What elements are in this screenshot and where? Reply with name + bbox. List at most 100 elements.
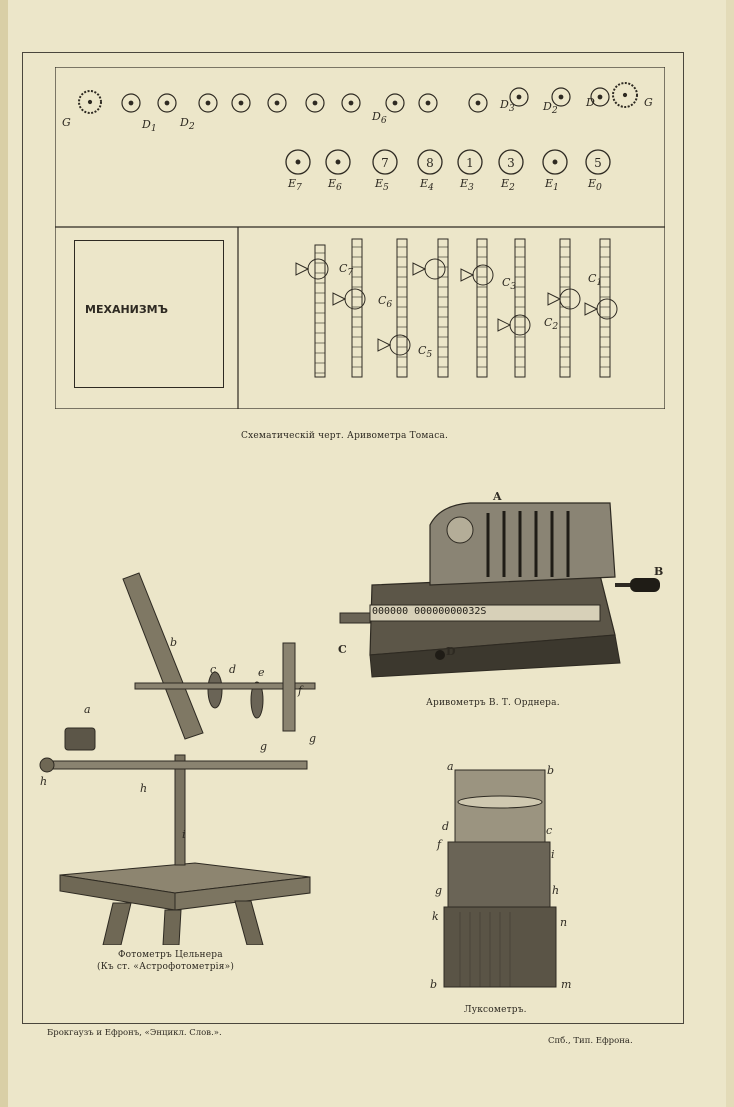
e-disc: 5 bbox=[585, 149, 611, 175]
disc bbox=[590, 87, 610, 107]
disc bbox=[121, 93, 141, 113]
photometer-caption-line1: Фотометръ Цельнера bbox=[118, 950, 223, 960]
e-disc-digit: 5 bbox=[594, 156, 602, 170]
photometer-label-e: e bbox=[258, 666, 265, 679]
luxometer-label-n: n bbox=[560, 916, 568, 929]
photometer-caption-line2: (Къ ст. «Астрофотометрія») bbox=[97, 962, 235, 972]
luxometer-label-b: b bbox=[547, 764, 555, 777]
label-c5: C5 bbox=[418, 344, 433, 361]
indicator-pointer bbox=[547, 292, 562, 306]
e-disc-digit: 8 bbox=[426, 156, 434, 170]
photometer-label-g: g bbox=[309, 732, 317, 745]
scale-bar bbox=[314, 244, 326, 378]
disc bbox=[468, 93, 488, 113]
mechanism-box: МЕХАНИЗМЪ bbox=[74, 240, 224, 388]
indicator-pointer bbox=[295, 262, 310, 276]
indicator-ring bbox=[424, 258, 446, 280]
indicator-pointer bbox=[460, 268, 475, 282]
e-disc: 8 bbox=[417, 149, 443, 175]
disc bbox=[509, 87, 529, 107]
luxometer-label-h: h bbox=[552, 884, 560, 897]
disc bbox=[157, 93, 177, 113]
luxometer-label-d: d bbox=[442, 820, 450, 833]
disc bbox=[341, 93, 361, 113]
scale-bar bbox=[559, 238, 571, 378]
indicator-pointer bbox=[584, 302, 599, 316]
indicator-ring bbox=[472, 264, 494, 286]
indicator-pointer bbox=[412, 262, 427, 276]
luxometer-caption: Луксометръ. bbox=[464, 1005, 527, 1015]
luxometer-illustration bbox=[443, 769, 557, 988]
luxometer-label-k: k bbox=[432, 910, 439, 923]
indicator-pointer bbox=[332, 292, 347, 306]
scale-bar bbox=[599, 238, 611, 378]
ordner-display: 000000 00000000032S bbox=[372, 606, 487, 617]
luxometer-label-f: f bbox=[437, 838, 442, 851]
indicator-ring bbox=[509, 314, 531, 336]
label-e3: E3 bbox=[460, 177, 474, 194]
footer-publisher: Брокгаузъ и Ефронъ, «Энцикл. Слов.». bbox=[47, 1028, 222, 1038]
zollner-photometer-illustration bbox=[39, 572, 316, 945]
disc bbox=[305, 93, 325, 113]
label-d2: D2 bbox=[180, 116, 195, 133]
photometer-label-g: g bbox=[260, 740, 268, 753]
e-disc-digit: 1 bbox=[466, 156, 474, 170]
scale-bar bbox=[514, 238, 526, 378]
ordner-label-d: D bbox=[446, 645, 456, 658]
label-g-right: G bbox=[644, 96, 653, 109]
e-disc: 7 bbox=[372, 149, 398, 175]
photometer-label-d: d bbox=[229, 663, 237, 676]
luxometer-label-g: g bbox=[435, 884, 443, 897]
disc bbox=[267, 93, 287, 113]
label-d6: D6 bbox=[372, 110, 387, 127]
scale-bar bbox=[476, 238, 488, 378]
page-frame bbox=[22, 52, 684, 1024]
label-c1: C1 bbox=[588, 272, 603, 289]
e-disc-digit: 7 bbox=[381, 156, 389, 170]
disc bbox=[198, 93, 218, 113]
label-c6: C6 bbox=[378, 294, 393, 311]
e-disc bbox=[542, 149, 568, 175]
e-disc: 1 bbox=[457, 149, 483, 175]
disc bbox=[231, 93, 251, 113]
label-e0: E0 bbox=[588, 177, 602, 194]
label-d: D bbox=[586, 96, 595, 109]
photometer-label-h: h bbox=[40, 775, 48, 788]
disc bbox=[551, 87, 571, 107]
luxometer-label-c: c bbox=[546, 824, 553, 837]
luxometer-label-i: i bbox=[551, 848, 555, 861]
ordner-label-a: A bbox=[493, 490, 502, 503]
label-e7: E7 bbox=[288, 177, 302, 194]
label-e1: E1 bbox=[545, 177, 559, 194]
scheme-caption: Схематическій черт. Аривометра Томаса. bbox=[241, 431, 449, 441]
label-d2b: D2 bbox=[543, 100, 558, 117]
scale-bar bbox=[437, 238, 449, 378]
luxometer-label-a: a bbox=[447, 760, 454, 773]
label-c7: C7 bbox=[339, 262, 354, 279]
luxometer-label-b: b bbox=[430, 978, 438, 991]
scale-bar bbox=[396, 238, 408, 378]
label-g-left: G bbox=[62, 116, 71, 129]
photometer-label-f: f bbox=[298, 684, 303, 697]
photometer-label-i: i bbox=[182, 828, 186, 841]
label-d3: D3 bbox=[500, 98, 515, 115]
indicator-pointer bbox=[497, 318, 512, 332]
gear-g-right bbox=[612, 82, 638, 108]
e-disc bbox=[325, 149, 351, 175]
luxometer-label-m: m bbox=[561, 978, 572, 991]
photometer-label-a: a bbox=[84, 703, 91, 716]
ordner-label-c: C bbox=[338, 643, 347, 656]
label-e2: E2 bbox=[501, 177, 515, 194]
label-c2: C2 bbox=[544, 316, 559, 333]
disc bbox=[418, 93, 438, 113]
photometer-label-h: h bbox=[140, 782, 148, 795]
scale-bar bbox=[351, 238, 363, 378]
ordner-caption: Аривометръ В. Т. Орднера. bbox=[426, 698, 560, 708]
label-d1: D1 bbox=[142, 118, 157, 135]
label-e4: E4 bbox=[420, 177, 434, 194]
photometer-label-c: c bbox=[210, 663, 217, 676]
photometer-label-b: b bbox=[170, 636, 178, 649]
label-e6: E6 bbox=[328, 177, 342, 194]
footer-printer: Спб., Тип. Ефрона. bbox=[548, 1036, 633, 1046]
